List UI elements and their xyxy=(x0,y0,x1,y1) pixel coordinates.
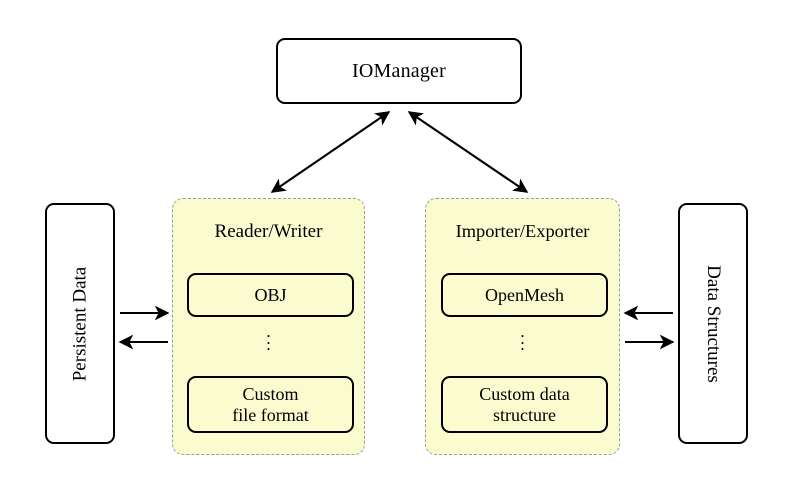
node-data-structures: Data Structures xyxy=(678,203,748,444)
group-importer-exporter: Importer/Exporter OpenMesh . . . Custom … xyxy=(425,198,620,455)
group-importer-exporter-title: Importer/Exporter xyxy=(455,221,590,241)
item-obj: OBJ xyxy=(187,273,354,317)
node-persistent-data-label: Persistent Data xyxy=(69,266,91,381)
ellipsis-dot: . xyxy=(520,322,525,341)
ellipsis-dot: . xyxy=(266,322,271,341)
ellipsis-dot: . xyxy=(266,328,271,348)
item-obj-label: OBJ xyxy=(254,284,287,305)
item-custom-data-structure-line2: structure xyxy=(493,404,556,425)
ellipsis-dot: . xyxy=(520,335,525,354)
node-iomanager-label: IOManager xyxy=(352,59,446,82)
ellipsis-dot: . xyxy=(266,335,271,354)
item-custom-file-format-line2: file format xyxy=(232,404,309,425)
item-custom-file-format-line1: Custom xyxy=(242,383,299,404)
ellipsis-dot: . xyxy=(520,328,525,348)
connector-iomanager-importerexporter xyxy=(407,111,529,193)
node-iomanager: IOManager xyxy=(276,38,522,104)
node-persistent-data: Persistent Data xyxy=(45,203,115,444)
node-data-structures-label: Data Structures xyxy=(703,264,724,383)
item-openmesh-label: OpenMesh xyxy=(485,284,564,305)
group-reader-writer-title: Reader/Writer xyxy=(214,221,323,242)
connector-iomanager-readerwriter xyxy=(270,111,391,193)
item-openmesh: OpenMesh xyxy=(441,273,608,317)
item-custom-data-structure: Custom data structure xyxy=(441,376,608,433)
ellipsis-reader-writer: . . . xyxy=(173,322,364,354)
item-custom-data-structure-line1: Custom data xyxy=(479,383,570,404)
item-custom-file-format: Custom file format xyxy=(187,376,354,433)
group-reader-writer: Reader/Writer OBJ . . . Custom file form… xyxy=(172,198,365,455)
ellipsis-importer-exporter: . . . xyxy=(426,322,619,354)
